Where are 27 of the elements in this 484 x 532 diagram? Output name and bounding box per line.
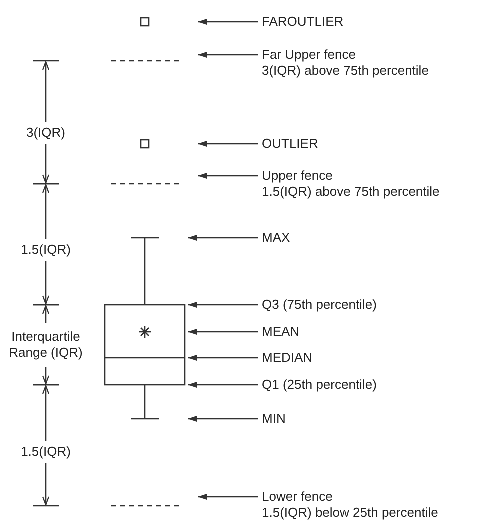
arrow (188, 382, 258, 388)
arrow (198, 19, 258, 25)
arrow (188, 329, 258, 335)
arrow (198, 494, 258, 500)
arrow (188, 355, 258, 361)
callout-text: OUTLIER (262, 136, 318, 152)
callout-text: Far Upper fence 3(IQR) above 75th percentile (262, 47, 429, 79)
arrow (198, 141, 258, 147)
arrow (198, 173, 258, 179)
dimension-label: Interquartile Range (IQR) (8, 329, 84, 361)
box-plot-drawing (104, 237, 186, 420)
callout-text: Q3 (75th percentile) (262, 297, 377, 313)
arrow (188, 416, 258, 422)
dimension-label: 3(IQR) (26, 125, 66, 141)
callout-text: Lower fence 1.5(IQR) below 25th percentile (262, 489, 438, 521)
callout-text: MIN (262, 411, 286, 427)
dimension-label: 1.5(IQR) (20, 242, 72, 258)
callout-text: FAROUTLIER (262, 14, 344, 30)
callout-text: MAX (262, 230, 290, 246)
arrow (188, 302, 258, 308)
callout-text: Q1 (25th percentile) (262, 377, 377, 393)
callout-text: MEDIAN (262, 350, 313, 366)
callout-text: Upper fence 1.5(IQR) above 75th percentile (262, 168, 440, 200)
arrow (198, 52, 258, 58)
arrow (188, 235, 258, 241)
dimension-label: 1.5(IQR) (20, 444, 72, 460)
callout-text: MEAN (262, 324, 300, 340)
